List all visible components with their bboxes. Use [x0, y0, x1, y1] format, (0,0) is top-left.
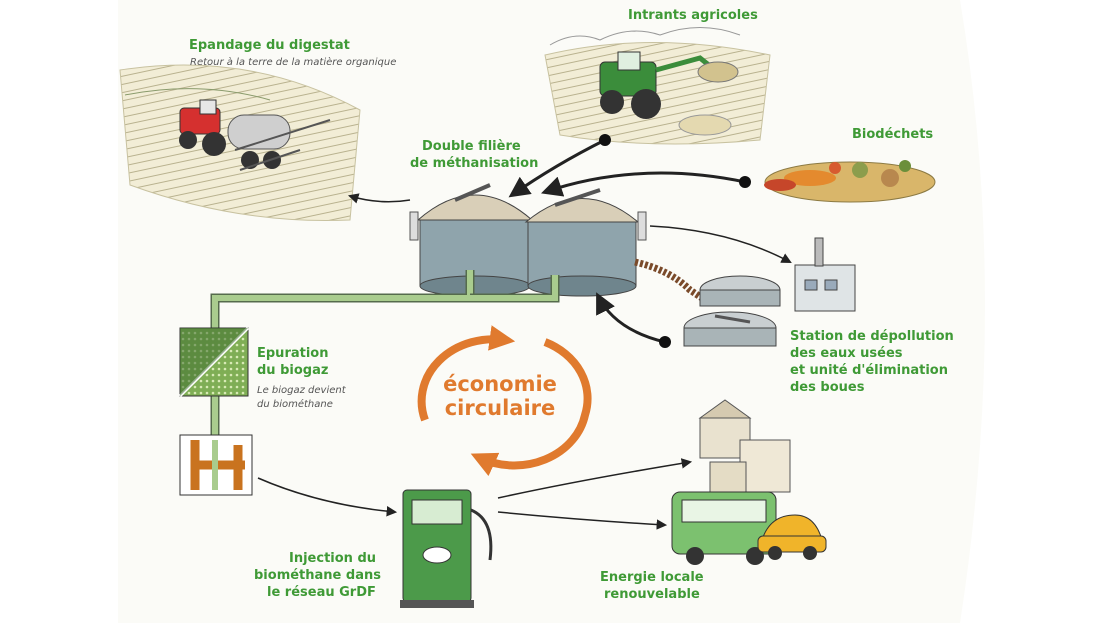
label-epuration-2: du biogaz: [257, 363, 329, 378]
field-spreading-illustration: [119, 64, 361, 222]
label-station-3: et unité d'élimination: [790, 363, 948, 378]
biowaste-pile-icon: [764, 160, 936, 203]
label-injection-1: Injection du: [289, 551, 377, 566]
circular-arrows-icon: [417, 325, 592, 477]
bus-icon: [671, 491, 777, 565]
label-epuration-1: Epuration: [257, 346, 329, 361]
label-double-filiere-2: de méthanisation: [410, 156, 539, 171]
label-economie: économie: [443, 372, 557, 396]
flow-arrows: [257, 134, 792, 530]
label-epuration-sub-2: du biométhane: [257, 399, 333, 410]
label-station-2: des eaux usées: [790, 346, 903, 361]
methanizer-tanks-icon: [409, 183, 647, 297]
tractor-loader-icon: [599, 51, 739, 119]
tractor-spreader-icon: [179, 99, 331, 171]
agricultural-inputs-illustration: [544, 27, 771, 145]
biogas-pipe: [210, 258, 707, 440]
underground-pipes-icon: [179, 434, 253, 496]
label-biodechets: Biodéchets: [852, 127, 934, 142]
water-treatment-plant-icon: [683, 237, 856, 347]
label-circulaire: circulaire: [444, 396, 556, 420]
gas-pump-icon: [400, 489, 493, 608]
label-epuration-sub-1: Le biogaz devient: [257, 385, 346, 396]
label-epandage-sub: Retour à la terre de la matière organiqu…: [190, 57, 397, 68]
buildings-icon: [698, 399, 791, 493]
biogas-purifier-icon: [178, 326, 250, 398]
label-injection-3: le réseau GrDF: [267, 585, 376, 600]
label-injection-2: biométhane dans: [254, 568, 381, 583]
car-icon: [757, 514, 827, 560]
label-station-4: des boues: [790, 380, 865, 395]
label-double-filiere-1: Double filière: [422, 139, 521, 154]
label-energie-1: Energie locale: [600, 570, 704, 585]
label-station-1: Station de dépollution: [790, 329, 954, 344]
label-intrants: Intrants agricoles: [628, 8, 758, 23]
label-energie-2: renouvelable: [604, 587, 700, 602]
label-epandage: Epandage du digestat: [189, 38, 350, 53]
